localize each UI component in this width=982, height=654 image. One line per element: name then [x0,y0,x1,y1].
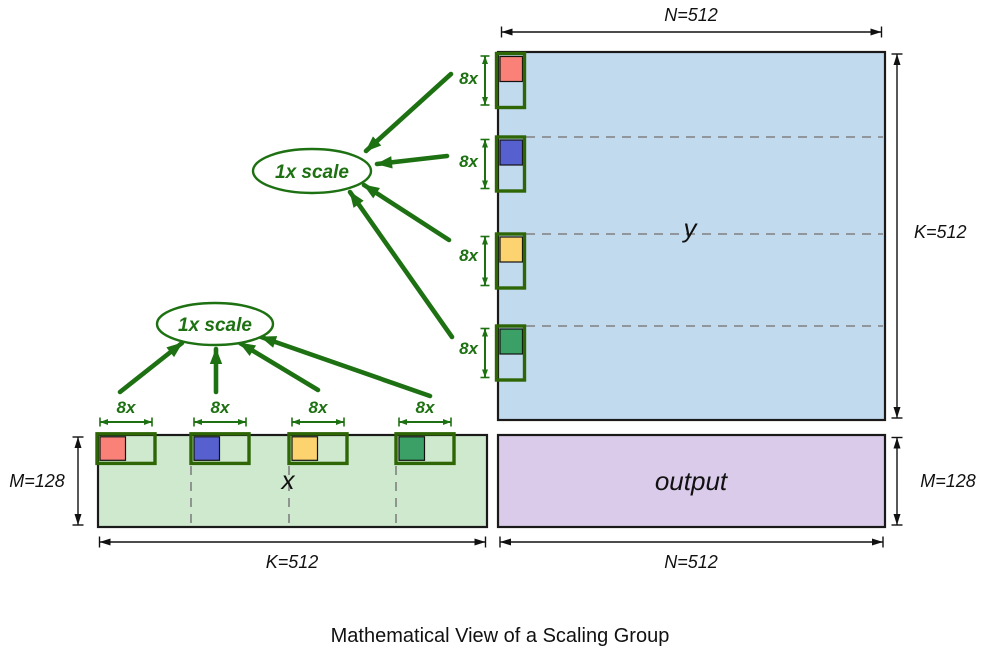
y-scale-group-2: 8x [459,135,527,193]
dim-label-output-height: M=128 [920,471,976,491]
y-scale-group-3: 8x [459,232,527,290]
arrow-y-group-4-to-shared-scale [347,189,455,340]
y-group-1-scale-label: 8x [459,69,479,88]
x-scale-group-4: 8x [394,398,456,466]
y-group-2-outline [494,135,527,193]
shared-scale-label-x: 1x scale [178,315,252,336]
x-group-2-colored-cell [193,436,221,461]
matrix-x-label: x [280,465,296,495]
dim-label-x-height: M=128 [9,471,65,491]
y-scale-group-1: 8x [459,51,527,110]
shared-scale-ellipse-y [251,147,373,195]
x-group-1-scale-label: 8x [117,398,137,417]
y-group-4-colored-cell [499,328,524,355]
dim-label-output-width: N=512 [664,552,718,572]
x-group-3-colored-cell [291,436,319,461]
x-group-2-scale-label: 8x [211,398,231,417]
y-group-2-scale-label: 8x [459,152,479,171]
x-scale-group-1: 8x [95,398,157,466]
y-group-1-colored-cell [499,55,524,83]
x-scale-group-2: 8x [189,398,251,466]
matrix-output-label: output [655,466,729,496]
x-group-1-colored-cell [99,436,127,461]
y-scale-group-4: 8x [459,324,527,382]
arrow-y-group-1-to-shared-scale [363,71,454,154]
shared-scale-node-y: 1x scale [251,147,373,195]
arrow-y-group-2-to-shared-scale [374,153,450,169]
y-group-4-scale-label: 8x [459,339,479,358]
arrow-y-group-3-to-shared-scale [361,182,452,243]
diagram-title: Mathematical View of a Scaling Group [331,625,670,647]
dim-label-y-width: N=512 [664,5,718,25]
y-group-3-scale-label: 8x [459,246,479,265]
dim-label-y-height: K=512 [914,222,967,242]
y-group-1-outline [494,51,527,110]
x-scale-group-3: 8x [287,398,349,466]
x-group-4-scale-label: 8x [416,398,436,417]
arrow-x-group-3-to-shared-scale [237,340,321,393]
x-group-2-outline [189,432,251,466]
y-group-4-outline [494,324,527,382]
y-group-3-colored-cell [499,236,524,263]
dim-label-x-width: K=512 [266,552,319,572]
x-group-3-scale-label: 8x [309,398,329,417]
arrow-x-group-1-to-shared-scale [117,340,185,395]
shared-scale-ellipse-x [155,301,275,347]
x-group-3-outline [287,432,349,466]
shared-scale-label-y: 1x scale [275,162,349,183]
x-group-4-outline [394,432,456,466]
matrix-y-label: y [682,213,699,243]
y-group-2-colored-cell [499,139,524,166]
x-group-4-colored-cell [398,436,426,461]
shared-scale-node-x: 1x scale [155,301,275,347]
arrow-x-group-4-to-shared-scale [258,334,433,399]
y-group-3-outline [494,232,527,290]
matrix-output [496,433,887,529]
matrix-y [496,50,887,422]
x-group-1-outline [95,432,157,466]
